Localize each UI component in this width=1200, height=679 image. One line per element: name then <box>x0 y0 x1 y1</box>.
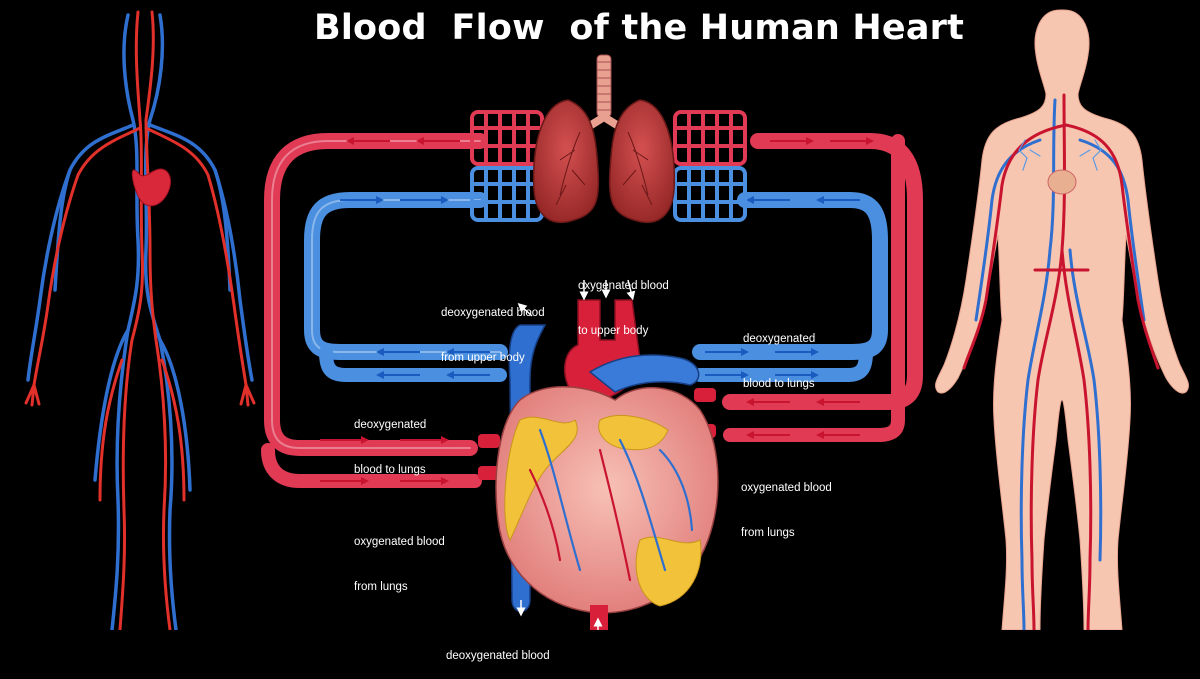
heart-icon <box>478 299 719 630</box>
label-arrows <box>516 279 636 630</box>
label-deoxygenated-from-upper-body: deoxygenated blood from upper body <box>441 276 545 381</box>
flow-arrows <box>320 137 874 485</box>
lung-capillary-grid-right <box>673 110 747 222</box>
label-line: from lungs <box>354 581 408 593</box>
label-line: deoxygenated <box>743 333 816 345</box>
label-oxygenated-to-upper-body: oxygenated blood to upper body <box>578 249 669 354</box>
label-deoxygenated-to-lungs-left: deoxygenated blood to lungs <box>354 388 426 493</box>
label-line: blood to lungs <box>354 464 426 476</box>
label-line: blood to lungs <box>743 378 815 390</box>
label-oxygenated-from-lungs-right: oxygenated blood from lungs <box>741 451 832 556</box>
page-title: Blood Flow of the Human Heart <box>313 8 965 48</box>
label-line: deoxygenated blood <box>446 650 550 662</box>
label-line: from upper body <box>441 352 525 364</box>
label-line: from lungs <box>741 527 795 539</box>
body-figure-icon <box>935 9 1189 630</box>
label-line: deoxygenated <box>354 419 427 431</box>
lung-capillary-grid-left <box>470 110 544 222</box>
label-line: oxygenated blood <box>354 536 445 548</box>
blood-flow-diagram <box>24 9 1189 630</box>
label-deoxygenated-to-lungs-right: deoxygenated blood to lungs <box>743 302 815 407</box>
label-oxygenated-from-lungs-left: oxygenated blood from lungs <box>354 505 445 610</box>
flow-loops <box>261 133 923 488</box>
label-line: oxygenated blood <box>741 482 832 494</box>
label-line: oxygenated blood <box>578 280 669 292</box>
circulatory-figure-icon <box>24 10 256 630</box>
label-line: deoxygenated blood <box>441 307 545 319</box>
lungs-icon <box>532 54 676 224</box>
label-line: to upper body <box>578 325 649 337</box>
label-deoxygenated-from-lower-body: deoxygenated blood <box>446 619 550 679</box>
